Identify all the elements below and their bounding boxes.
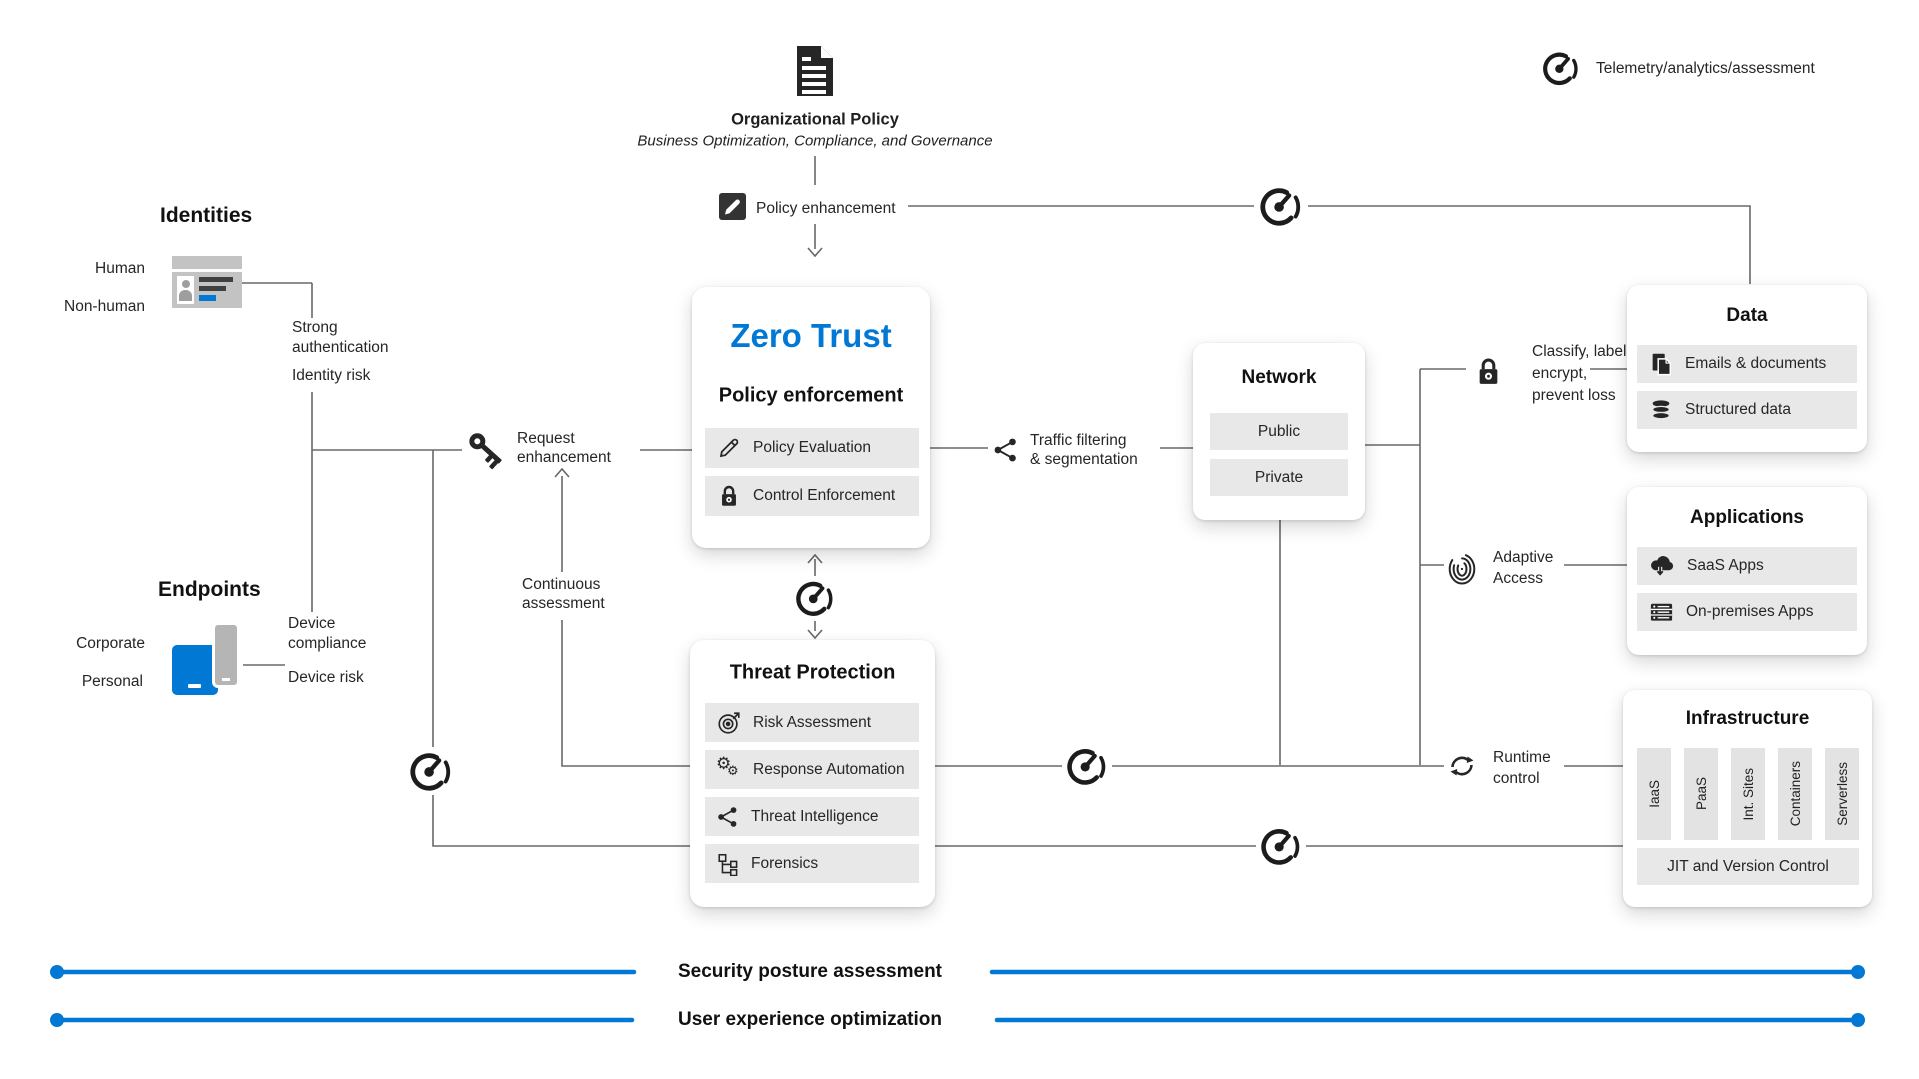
int-sites-label: Int. Sites bbox=[1740, 767, 1756, 821]
risk-assessment-label: Risk Assessment bbox=[753, 713, 872, 731]
documents-icon bbox=[1648, 351, 1674, 377]
threat-intelligence-row: Threat Intelligence bbox=[705, 797, 919, 836]
infrastructure-box: Infrastructure IaaS PaaS Int. Sites Cont… bbox=[1623, 690, 1872, 907]
identities-heading: Identities bbox=[160, 204, 253, 227]
control-enforcement-row: Control Enforcement bbox=[705, 476, 919, 516]
infra-col-iaas: IaaS bbox=[1637, 748, 1671, 840]
telemetry-legend-label: Telemetry/analytics/assessment bbox=[1596, 60, 1815, 77]
threat-intelligence-label: Threat Intelligence bbox=[751, 807, 879, 825]
infra-col-int-sites: Int. Sites bbox=[1731, 748, 1765, 840]
on-premises-apps-label: On-premises Apps bbox=[1686, 603, 1814, 620]
jit-version-control-row: JIT and Version Control bbox=[1637, 848, 1859, 885]
policy-enforcement-subtitle: Policy enforcement bbox=[718, 384, 904, 407]
fingerprint-icon bbox=[1445, 550, 1479, 588]
threat-protection-title: Threat Protection bbox=[729, 661, 896, 684]
pencil-square-icon bbox=[719, 193, 746, 220]
zero-trust-title: Zero Trust bbox=[730, 317, 892, 354]
jit-version-control-label: JIT and Version Control bbox=[1667, 857, 1829, 875]
containers-label: Containers bbox=[1787, 761, 1803, 827]
gauge-icon bbox=[1258, 183, 1304, 229]
response-automation-label: Response Automation bbox=[753, 760, 905, 778]
lock-icon bbox=[716, 483, 742, 509]
strong-authentication-label: Strong authentication bbox=[292, 319, 389, 356]
device-compliance-label: Device compliance bbox=[288, 615, 367, 652]
gauge-icon bbox=[1541, 48, 1581, 88]
structured-data-row: Structured data bbox=[1637, 391, 1857, 429]
device-risk-label: Device risk bbox=[288, 669, 364, 686]
identity-risk-label: Identity risk bbox=[292, 367, 371, 384]
infra-col-containers: Containers bbox=[1778, 748, 1812, 840]
security-posture-label: Security posture assessment bbox=[677, 961, 943, 982]
saas-apps-row: SaaS Apps bbox=[1637, 547, 1857, 585]
human-label: Human bbox=[95, 260, 145, 277]
laptop-icon bbox=[172, 645, 218, 695]
database-icon bbox=[1648, 397, 1674, 423]
gauge-icon bbox=[1259, 824, 1303, 868]
forensics-tree-icon bbox=[716, 852, 740, 876]
saas-apps-label: SaaS Apps bbox=[1687, 557, 1764, 574]
share-icon bbox=[992, 436, 1020, 464]
network-public-row: Public bbox=[1210, 413, 1348, 450]
lock-icon bbox=[1472, 355, 1505, 388]
forensics-row: Forensics bbox=[705, 844, 919, 883]
bullseye-arrow-icon bbox=[716, 710, 742, 736]
runtime-control-label: Runtime control bbox=[1493, 749, 1551, 787]
phone-icon bbox=[212, 622, 240, 688]
public-label: Public bbox=[1257, 422, 1301, 440]
personal-label: Personal bbox=[81, 673, 143, 690]
gears-icon: ⚙ ⚙ bbox=[716, 753, 739, 779]
structured-data-label: Structured data bbox=[1685, 401, 1791, 418]
user-experience-label: User experience optimization bbox=[678, 1009, 942, 1030]
adaptive-access-label: Adaptive Access bbox=[1493, 549, 1554, 587]
forensics-label: Forensics bbox=[751, 854, 819, 872]
traffic-filtering-label: Traffic filtering & segmentation bbox=[1030, 432, 1138, 468]
data-title: Data bbox=[1726, 305, 1768, 326]
endpoints-heading: Endpoints bbox=[158, 578, 261, 601]
key-icon bbox=[464, 427, 510, 473]
emails-documents-label: Emails & documents bbox=[1685, 355, 1827, 372]
applications-title: Applications bbox=[1689, 507, 1805, 528]
share-icon bbox=[716, 805, 740, 829]
serverless-label: Serverless bbox=[1834, 762, 1850, 826]
org-policy-title: Organizational Policy bbox=[731, 110, 899, 129]
applications-box: Applications SaaS Apps bbox=[1627, 487, 1867, 655]
control-enforcement-label: Control Enforcement bbox=[753, 487, 896, 504]
org-policy-subtitle: Business Optimization, Compliance, and G… bbox=[637, 132, 993, 150]
classify-label: Classify, label, encrypt, prevent loss bbox=[1532, 343, 1631, 404]
gauge-icon bbox=[1065, 744, 1109, 788]
request-enhancement-label: Request enhancement bbox=[517, 430, 611, 466]
policy-evaluation-label: Policy Evaluation bbox=[753, 439, 872, 456]
server-icon bbox=[1648, 600, 1675, 624]
infrastructure-title: Infrastructure bbox=[1685, 708, 1810, 729]
private-label: Private bbox=[1254, 468, 1304, 486]
infra-col-serverless: Serverless bbox=[1825, 748, 1859, 840]
threat-protection-box: Threat Protection Risk Assessment ⚙ ⚙ Re… bbox=[690, 640, 935, 907]
zero-trust-box: Zero Trust Policy enforcement Policy Eva… bbox=[692, 287, 930, 548]
response-automation-row: ⚙ ⚙ Response Automation bbox=[705, 750, 919, 789]
data-box: Data Emails & documents Structured data bbox=[1627, 285, 1867, 452]
pencil-icon bbox=[716, 435, 742, 461]
policy-enhancement-label: Policy enhancement bbox=[756, 200, 896, 217]
document-icon bbox=[795, 44, 835, 98]
iaas-label: IaaS bbox=[1646, 780, 1662, 808]
idcard-icon bbox=[172, 256, 242, 308]
policy-evaluation-row: Policy Evaluation bbox=[705, 428, 919, 468]
network-title: Network bbox=[1241, 367, 1317, 388]
infra-col-paas: PaaS bbox=[1684, 748, 1718, 840]
on-premises-apps-row: On-premises Apps bbox=[1637, 593, 1857, 631]
gauge-icon bbox=[408, 748, 454, 794]
cloud-download-icon bbox=[1648, 553, 1676, 579]
non-human-label: Non-human bbox=[64, 298, 145, 315]
emails-documents-row: Emails & documents bbox=[1637, 345, 1857, 383]
network-private-row: Private bbox=[1210, 459, 1348, 496]
corporate-label: Corporate bbox=[76, 635, 145, 652]
continuous-assessment-label: Continuous assessment bbox=[522, 576, 605, 612]
risk-assessment-row: Risk Assessment bbox=[705, 703, 919, 742]
paas-label: PaaS bbox=[1693, 777, 1709, 811]
network-box: Network Public Private bbox=[1193, 343, 1365, 520]
gauge-icon bbox=[794, 577, 836, 619]
sync-icon bbox=[1447, 752, 1477, 780]
